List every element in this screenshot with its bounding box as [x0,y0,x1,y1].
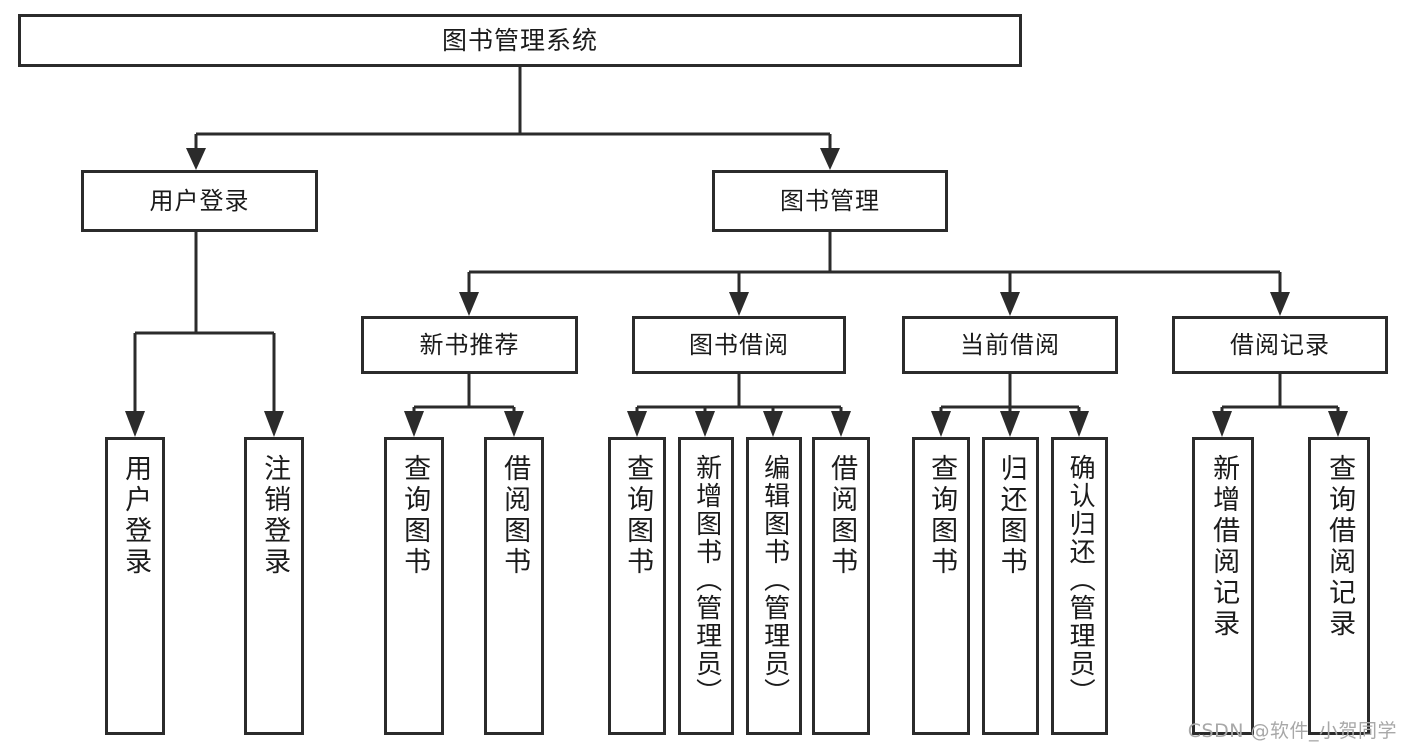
node-user-login-label: 用户登录 [149,186,250,215]
node-new-book-recommend-label: 新书推荐 [419,330,520,359]
leaf-bb-add-book-admin-label: 新增图书（管理员） [691,454,722,706]
leaf-br-add-record-label: 新增借阅记录 [1208,454,1240,640]
leaf-logout[interactable]: 注销登录 [244,437,304,735]
leaf-br-query-record[interactable]: 查询借阅记录 [1308,437,1370,735]
leaf-nbr-borrow-book-label: 借阅图书 [499,454,531,578]
arrowhead-user-login [186,148,206,170]
leaf-nbr-query-book[interactable]: 查询图书 [384,437,444,735]
leaf-bb-edit-book-admin[interactable]: 编辑图书（管理员） [746,437,802,735]
arrowhead-br-leaf-2 [1328,411,1348,437]
node-root-system[interactable]: 图书管理系统 [18,14,1022,67]
leaf-br-add-record[interactable]: 新增借阅记录 [1192,437,1254,735]
leaf-user-login[interactable]: 用户登录 [105,437,165,735]
arrowhead-cb-leaf-1 [931,411,951,437]
node-current-borrow[interactable]: 当前借阅 [902,316,1118,374]
leaf-logout-label: 注销登录 [259,454,291,578]
arrowhead-cb-leaf-3 [1069,411,1089,437]
csdn-watermark: CSDN @软件_小贺同学 [1187,720,1397,742]
node-new-book-recommend[interactable]: 新书推荐 [361,316,578,374]
arrowhead-borrow-record [1270,292,1290,316]
arrowhead-bb-leaf-4 [831,411,851,437]
leaf-cb-return-book-label: 归还图书 [995,454,1027,578]
leaf-bb-edit-book-admin-label: 编辑图书（管理员） [759,454,790,706]
arrowhead-current-borrow [1000,292,1020,316]
leaf-nbr-borrow-book[interactable]: 借阅图书 [484,437,544,735]
leaf-cb-query-book[interactable]: 查询图书 [912,437,970,735]
node-book-management[interactable]: 图书管理 [712,170,948,232]
leaf-cb-query-book-label: 查询图书 [926,454,958,578]
arrowhead-bb-leaf-2 [695,411,715,437]
node-borrow-record-label: 借阅记录 [1230,330,1330,359]
arrowhead-nbr-leaf-1 [404,411,424,437]
arrowhead-leaf-logout [264,411,284,437]
arrowhead-book-borrow [729,292,749,316]
arrowhead-br-leaf-1 [1212,411,1232,437]
leaf-bb-query-book-label: 查询图书 [622,454,654,578]
arrowhead-book-mgmt [820,148,840,170]
arrowhead-leaf-user-login [125,411,145,437]
leaf-bb-borrow-book-label: 借阅图书 [826,454,858,578]
leaf-br-query-record-label: 查询借阅记录 [1324,454,1356,640]
node-book-management-label: 图书管理 [780,186,880,215]
leaf-cb-confirm-return-admin[interactable]: 确认归还（管理员） [1051,437,1108,735]
leaf-bb-query-book[interactable]: 查询图书 [608,437,666,735]
node-current-borrow-label: 当前借阅 [960,330,1060,359]
node-root-system-label: 图书管理系统 [441,25,598,55]
arrowhead-bb-leaf-3 [763,411,783,437]
node-book-borrow[interactable]: 图书借阅 [632,316,846,374]
arrowhead-new-book-recommend [459,292,479,316]
node-book-borrow-label: 图书借阅 [689,330,789,359]
leaf-user-login-label: 用户登录 [120,454,152,578]
leaf-cb-confirm-return-admin-label: 确认归还（管理员） [1065,454,1096,706]
leaf-bb-borrow-book[interactable]: 借阅图书 [812,437,870,735]
arrowhead-cb-leaf-2 [1000,411,1020,437]
node-borrow-record[interactable]: 借阅记录 [1172,316,1388,374]
arrowhead-nbr-leaf-2 [504,411,524,437]
leaf-cb-return-book[interactable]: 归还图书 [982,437,1039,735]
arrowhead-bb-leaf-1 [627,411,647,437]
leaf-bb-add-book-admin[interactable]: 新增图书（管理员） [678,437,734,735]
node-user-login[interactable]: 用户登录 [81,170,318,232]
leaf-nbr-query-book-label: 查询图书 [399,454,431,578]
